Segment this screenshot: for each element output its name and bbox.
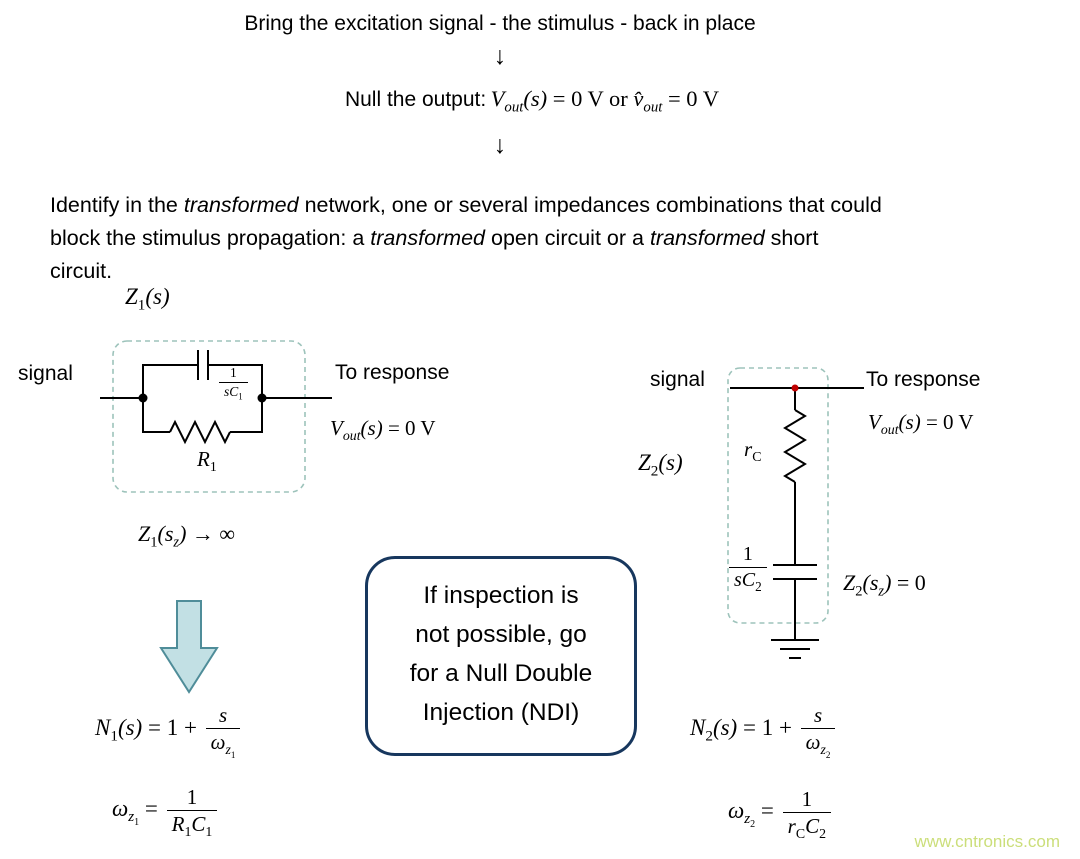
left-response-label: To response (335, 361, 450, 384)
paragraph-line-1: Identify in the transformed network, one… (50, 193, 882, 217)
left-dashed-boundary (112, 340, 306, 493)
n1-formula: N1(s) = 1 + s ωz1 (95, 704, 243, 760)
paragraph-line-2: block the stimulus propagation: a transf… (50, 226, 819, 250)
paragraph-line-3: circuit. (50, 259, 113, 283)
instruction-paragraph: Identify in the transformed network, one… (50, 189, 1062, 288)
right-circuit-diagram (727, 367, 864, 659)
junction-node-red (791, 384, 799, 392)
right-vout-formula: Vout(s) = 0 V (868, 410, 974, 438)
vout-symbol: V (490, 86, 505, 111)
resistor-icon (169, 419, 231, 445)
top-branch-wire (142, 364, 263, 398)
left-zero-condition: Z1(sz) → ∞ (138, 521, 236, 551)
ground-icon (771, 639, 819, 659)
right-dashed-boundary (727, 367, 829, 624)
left-capacitor-value: 1 sC1 (219, 365, 248, 401)
left-signal-label: signal (18, 362, 73, 385)
down-block-arrow-icon (159, 600, 219, 694)
down-arrow-icon-2: ↓ (493, 131, 507, 159)
node-dot-left (138, 393, 148, 403)
n2-formula: N2(s) = 1 + s ωz2 (690, 704, 838, 760)
right-zero-condition: Z2(sz) = 0 (843, 570, 926, 600)
ndi-callout-box: If inspection is not possible, go for a … (365, 556, 637, 756)
left-circuit-diagram (100, 340, 332, 493)
null-output-row: Null the output: Vout(s) = 0 V or v̂out … (0, 86, 1064, 116)
null-output-label: Null the output: (344, 88, 487, 111)
callout-line-1: If inspection is (423, 582, 579, 609)
vhat-symbol: v̂ (633, 86, 644, 111)
wz1-formula: ωz1 = 1 R1C1 (112, 786, 220, 839)
capacitor-icon (773, 564, 817, 580)
capacitor-icon (197, 350, 209, 380)
page-title: Bring the excitation signal - the stimul… (244, 12, 756, 35)
right-capacitor-value: 1 sC2 (729, 544, 767, 593)
callout-line-4: Injection (NDI) (422, 699, 580, 726)
left-vout-formula: Vout(s) = 0 V (330, 416, 436, 444)
resistor-icon (783, 409, 807, 483)
left-resistor-value: R1 (197, 447, 217, 475)
bottom-branch-wire (142, 398, 263, 433)
null-output-formula: Vout(s) = 0 V or v̂out = 0 V (490, 86, 720, 116)
down-block-arrow-shape (159, 600, 219, 694)
right-response-label: To response (866, 368, 981, 391)
right-impedance-label: Z2(s) (638, 450, 683, 480)
left-impedance-label: Z1(s) (125, 284, 170, 314)
watermark: www.cntronics.com (914, 832, 1060, 851)
callout-line-3: for a Null Double (409, 660, 593, 687)
wz2-formula: ωz2 = 1 rCC2 (728, 788, 834, 841)
callout-line-2: not possible, go (415, 621, 587, 648)
right-resistor-value: rC (744, 437, 762, 465)
node-dot-right (257, 393, 267, 403)
down-arrow-icon-1: ↓ (493, 42, 507, 70)
right-signal-label: signal (650, 368, 705, 391)
